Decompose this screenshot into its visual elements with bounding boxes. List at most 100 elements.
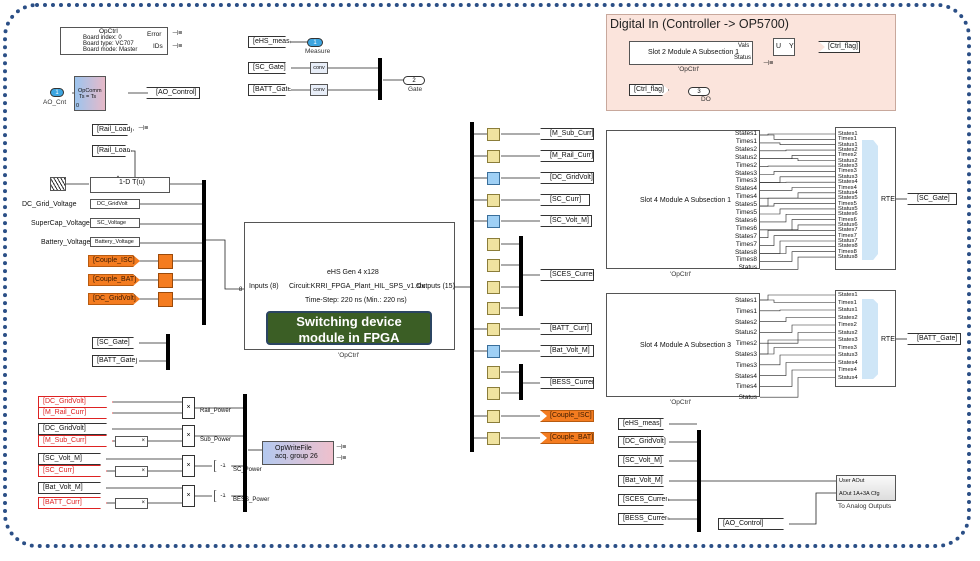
switch-block-3[interactable] <box>158 292 173 307</box>
batt-curr-goto[interactable]: [BATT_Curr] <box>540 323 592 335</box>
opctrl-block[interactable]: OpCtrl Board index: 0 Board type: VC707 … <box>60 27 168 55</box>
output-block-1[interactable] <box>487 128 500 141</box>
filter-block-3[interactable]: × <box>115 498 148 509</box>
output-block-9[interactable] <box>487 302 500 315</box>
ctrl-flag-from[interactable]: [Ctrl_flag] <box>629 84 669 96</box>
do-outport[interactable]: 3 <box>688 87 710 96</box>
sc-volt-m-goto[interactable]: [SC_Volt_M] <box>540 215 592 227</box>
ehs-circuit: Circuit:KRRI_FPGA_Plant_HIL_SPS_v1.slx <box>289 283 425 290</box>
filter-block-1[interactable]: × <box>115 436 148 447</box>
ehs-meas-from-ao[interactable]: [eHS_meas] <box>618 418 670 430</box>
dc-gridvolt-from-ao[interactable]: [DC_GridVolt] <box>618 436 670 448</box>
rail-load-from-2[interactable]: [Rail_Load] <box>92 145 132 157</box>
port-label: Times5 <box>838 200 857 207</box>
batt-gate-from-top[interactable]: [BATT_Gate] <box>248 84 292 96</box>
sc-gate-from[interactable]: [SC_Gate] <box>92 337 140 349</box>
bat-volt-m-from[interactable]: [Bat_Volt_M] <box>38 482 107 494</box>
output-block-14[interactable] <box>487 410 500 423</box>
filter-block-2[interactable]: × <box>115 466 148 477</box>
product-sc[interactable]: × <box>182 455 195 477</box>
port-label: Times2 <box>735 161 757 169</box>
output-block-11[interactable] <box>487 345 500 358</box>
bess-mux-bus <box>519 364 523 400</box>
m-rail-curr-goto[interactable]: [M_Rail_Curr] <box>540 150 594 162</box>
sc-gate-from-top[interactable]: [SC_Gate] <box>248 62 292 74</box>
ao-cnt-inport[interactable]: 1 <box>50 88 64 97</box>
port-label: Status5 <box>838 205 858 212</box>
measure-outport[interactable]: 1 <box>307 38 323 47</box>
m-sub-curr-from[interactable]: [M_Sub_Curr] <box>38 435 113 447</box>
data-type-conversion-block[interactable]: U Y <box>773 38 795 56</box>
battery-voltage-block[interactable]: Battery_Voltage <box>90 237 140 247</box>
bat-volt-m-goto[interactable]: [Bat_Volt_M] <box>540 345 594 357</box>
sc-gate-goto[interactable]: [SC_Gate] <box>907 193 957 205</box>
sc-volt-m-from-ao[interactable]: [SC_Volt_M] <box>618 455 670 467</box>
ehs-input-port-count: 8 <box>239 287 243 293</box>
output-block-3[interactable] <box>487 172 500 185</box>
port-label: States8 <box>838 243 858 250</box>
batt-gate-goto[interactable]: [BATT_Gate] <box>907 333 961 345</box>
sces-current-from-ao[interactable]: [SCES_Current] <box>618 494 670 506</box>
slot1-label: Slot 4 Module A Subsection 1 <box>640 197 732 204</box>
batt-curr-from[interactable]: [BATT_Curr] <box>38 497 107 509</box>
sces-current-goto[interactable]: [SCES_Current] <box>540 269 594 281</box>
couple-isc-goto[interactable]: [Couple_ISC] <box>540 410 594 422</box>
output-block-5[interactable] <box>487 215 500 228</box>
ao-control-from[interactable]: [AO_Control] <box>718 518 790 530</box>
gate-outport[interactable]: 2 <box>403 76 425 85</box>
output-block-10[interactable] <box>487 323 500 336</box>
dc-gridvolt-block[interactable]: DC_GridVolt <box>90 199 140 209</box>
output-block-7[interactable] <box>487 259 500 272</box>
product-sub[interactable]: × <box>182 425 195 447</box>
output-block-12[interactable] <box>487 366 500 379</box>
rail-load-from-1[interactable]: [Rail_Load] <box>92 124 134 136</box>
m-sub-curr-goto[interactable]: [M_Sub_Curr] <box>540 128 594 140</box>
ehs-meas-from[interactable]: [eHS_meas] <box>248 36 292 48</box>
batt-gate-from[interactable]: [BATT_Gate] <box>92 355 140 367</box>
couple-isc-from[interactable]: [Couple_ISC] <box>88 255 140 267</box>
sc-curr-from[interactable]: [SC_Curr] <box>38 465 107 477</box>
product-bess[interactable]: × <box>182 485 195 507</box>
dc-gridvolt-from-orange[interactable]: [DC_GridVolt] <box>88 293 140 305</box>
sc-volt-m-from[interactable]: [SC_Volt_M] <box>38 453 107 465</box>
output-block-13[interactable] <box>487 387 500 400</box>
port-label: States4 <box>838 179 858 186</box>
dc-gridvolt-goto[interactable]: [DC_GridVolt] <box>540 172 594 184</box>
dc-gridvolt-from-power[interactable]: [DC_GridVolt] <box>38 396 113 408</box>
slot-wire <box>760 294 837 301</box>
couple-bat-goto[interactable]: [Couple_BAT] <box>540 432 594 444</box>
m-rail-curr-from[interactable]: [M_Rail_Curr] <box>38 407 113 419</box>
opcomm-block[interactable]: OpComm Ts = Ts 0 <box>74 76 106 111</box>
output-block-4[interactable] <box>487 194 500 207</box>
sc-curr-goto[interactable]: [SC_Curr] <box>540 194 590 206</box>
bess-current-from-ao[interactable]: [BESS_Current] <box>618 513 670 525</box>
ao-control-goto[interactable]: [AO_Control] <box>146 87 200 99</box>
port-label: States1 <box>838 131 858 137</box>
digital-in-slot-block[interactable]: Slot 2 Module A Subsection 1 Vals Status <box>629 41 753 65</box>
output-block-15[interactable] <box>487 432 500 445</box>
slot-wire <box>760 158 837 162</box>
lookup-table-block[interactable]: 1-D T(u) <box>90 177 170 193</box>
switch-block-2[interactable] <box>158 273 173 288</box>
port-label: States7 <box>734 232 757 240</box>
product-rail[interactable]: × <box>182 397 195 419</box>
bess-current-goto[interactable]: [BESS_Current] <box>540 377 594 389</box>
couple-bat-from[interactable]: [Couple_BAT] <box>88 274 140 286</box>
output-block-2[interactable] <box>487 150 500 163</box>
battery-voltage-label: Battery_Voltage <box>41 239 91 246</box>
conv-block-1[interactable]: conv <box>310 62 328 74</box>
sc-voltage-block[interactable]: SC_Voltage <box>90 218 140 228</box>
bat-volt-m-from-ao[interactable]: [Bat_Volt_M] <box>618 475 670 487</box>
opwritefile-block[interactable]: OpWriteFile acq. group 26 <box>262 441 334 465</box>
conv-block-2[interactable]: conv <box>310 84 328 96</box>
output-block-8[interactable] <box>487 281 500 294</box>
output-block-6[interactable] <box>487 238 500 251</box>
analog-out-block[interactable]: User AOut AOut 1A+3A Cfg <box>836 475 896 501</box>
switch-block-1[interactable] <box>158 254 173 269</box>
dc-gridvolt-from-sub[interactable]: [DC_GridVolt] <box>38 423 113 435</box>
ramp-source-block[interactable] <box>50 177 66 191</box>
